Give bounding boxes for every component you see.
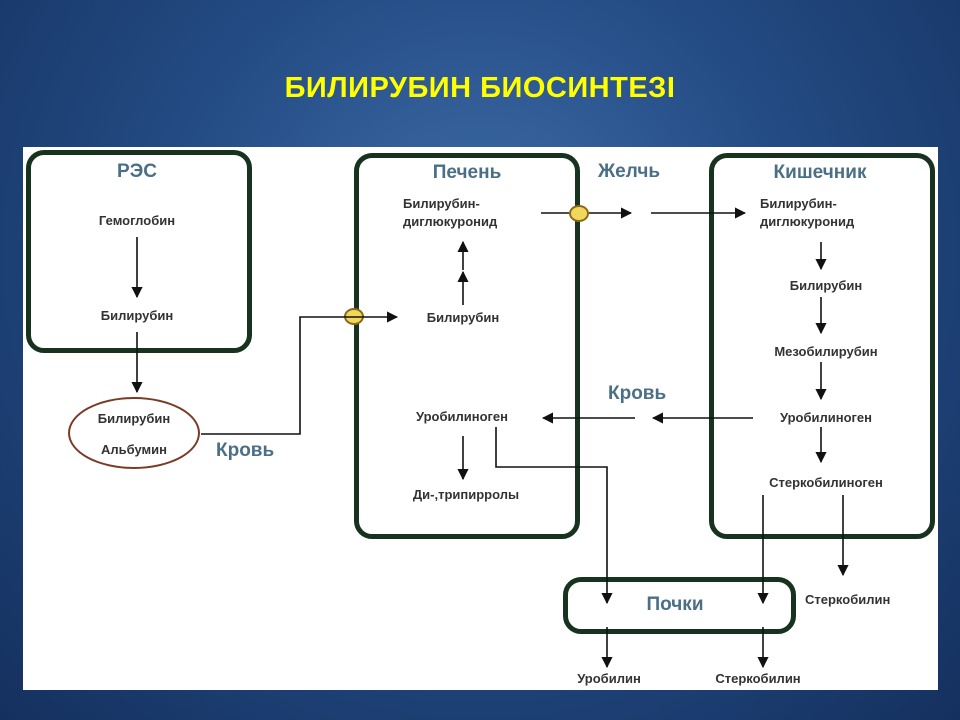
res-header: РЭС (117, 161, 157, 182)
res-bilirubin: Билирубин (100, 308, 174, 323)
res-hemoglobin: Гемоглобин (98, 213, 176, 228)
diagram-panel: РЭС Гемоглобин Билирубин Билирубин Альбу… (23, 147, 938, 690)
bilirubin-albumin-ellipse (68, 397, 200, 469)
flow-arrows (131, 207, 849, 669)
liver-pyrroles: Ди-,трипирролы (412, 487, 520, 502)
arrow-complex-liver (201, 311, 399, 435)
liver-bilirubin: Билирубин (426, 310, 500, 325)
blood-label-right: Кровь (608, 383, 667, 404)
intestine-urobilinogen: Уробилиноген (779, 410, 873, 425)
intestine-bilirubin: Билирубин (789, 278, 863, 293)
liver-conjugate-line2: диглюкуронид (403, 214, 498, 229)
intestine-header: Кишечник (773, 162, 867, 183)
bile-label: Желчь (598, 161, 661, 182)
slide-title: БИЛИРУБИН БИОСИНТЕЗІ (284, 72, 676, 104)
intestine-conjugate-line2: диглюкуронид (760, 214, 855, 229)
liver-header: Печень (432, 162, 502, 183)
complex-albumin: Альбумин (100, 442, 168, 457)
res-box (26, 150, 252, 353)
intestine-mesobilirubin: Мезобилирубин (774, 344, 878, 359)
kidneys-header: Почки (646, 594, 704, 615)
blood-label-left: Кровь (216, 440, 275, 461)
liver-conjugate-line1: Билирубин- (403, 196, 480, 211)
intestine-stercobilinogen: Стеркобилиноген (769, 475, 883, 490)
intestine-box (709, 153, 935, 539)
stercobilin-side: Стеркобилин (805, 592, 891, 607)
liver-urobilinogen: Уробилиноген (415, 409, 509, 424)
complex-bilirubin: Билирубин (97, 411, 171, 426)
bile-exit-dot (569, 205, 589, 222)
arrow-liver-kidneys (495, 427, 613, 605)
urobilin-output: Уробилин (577, 671, 641, 686)
intestine-conjugate-line1: Билирубин- (760, 196, 837, 211)
kidneys-box (563, 577, 796, 634)
stercobilin-output: Стеркобилин (715, 671, 801, 686)
